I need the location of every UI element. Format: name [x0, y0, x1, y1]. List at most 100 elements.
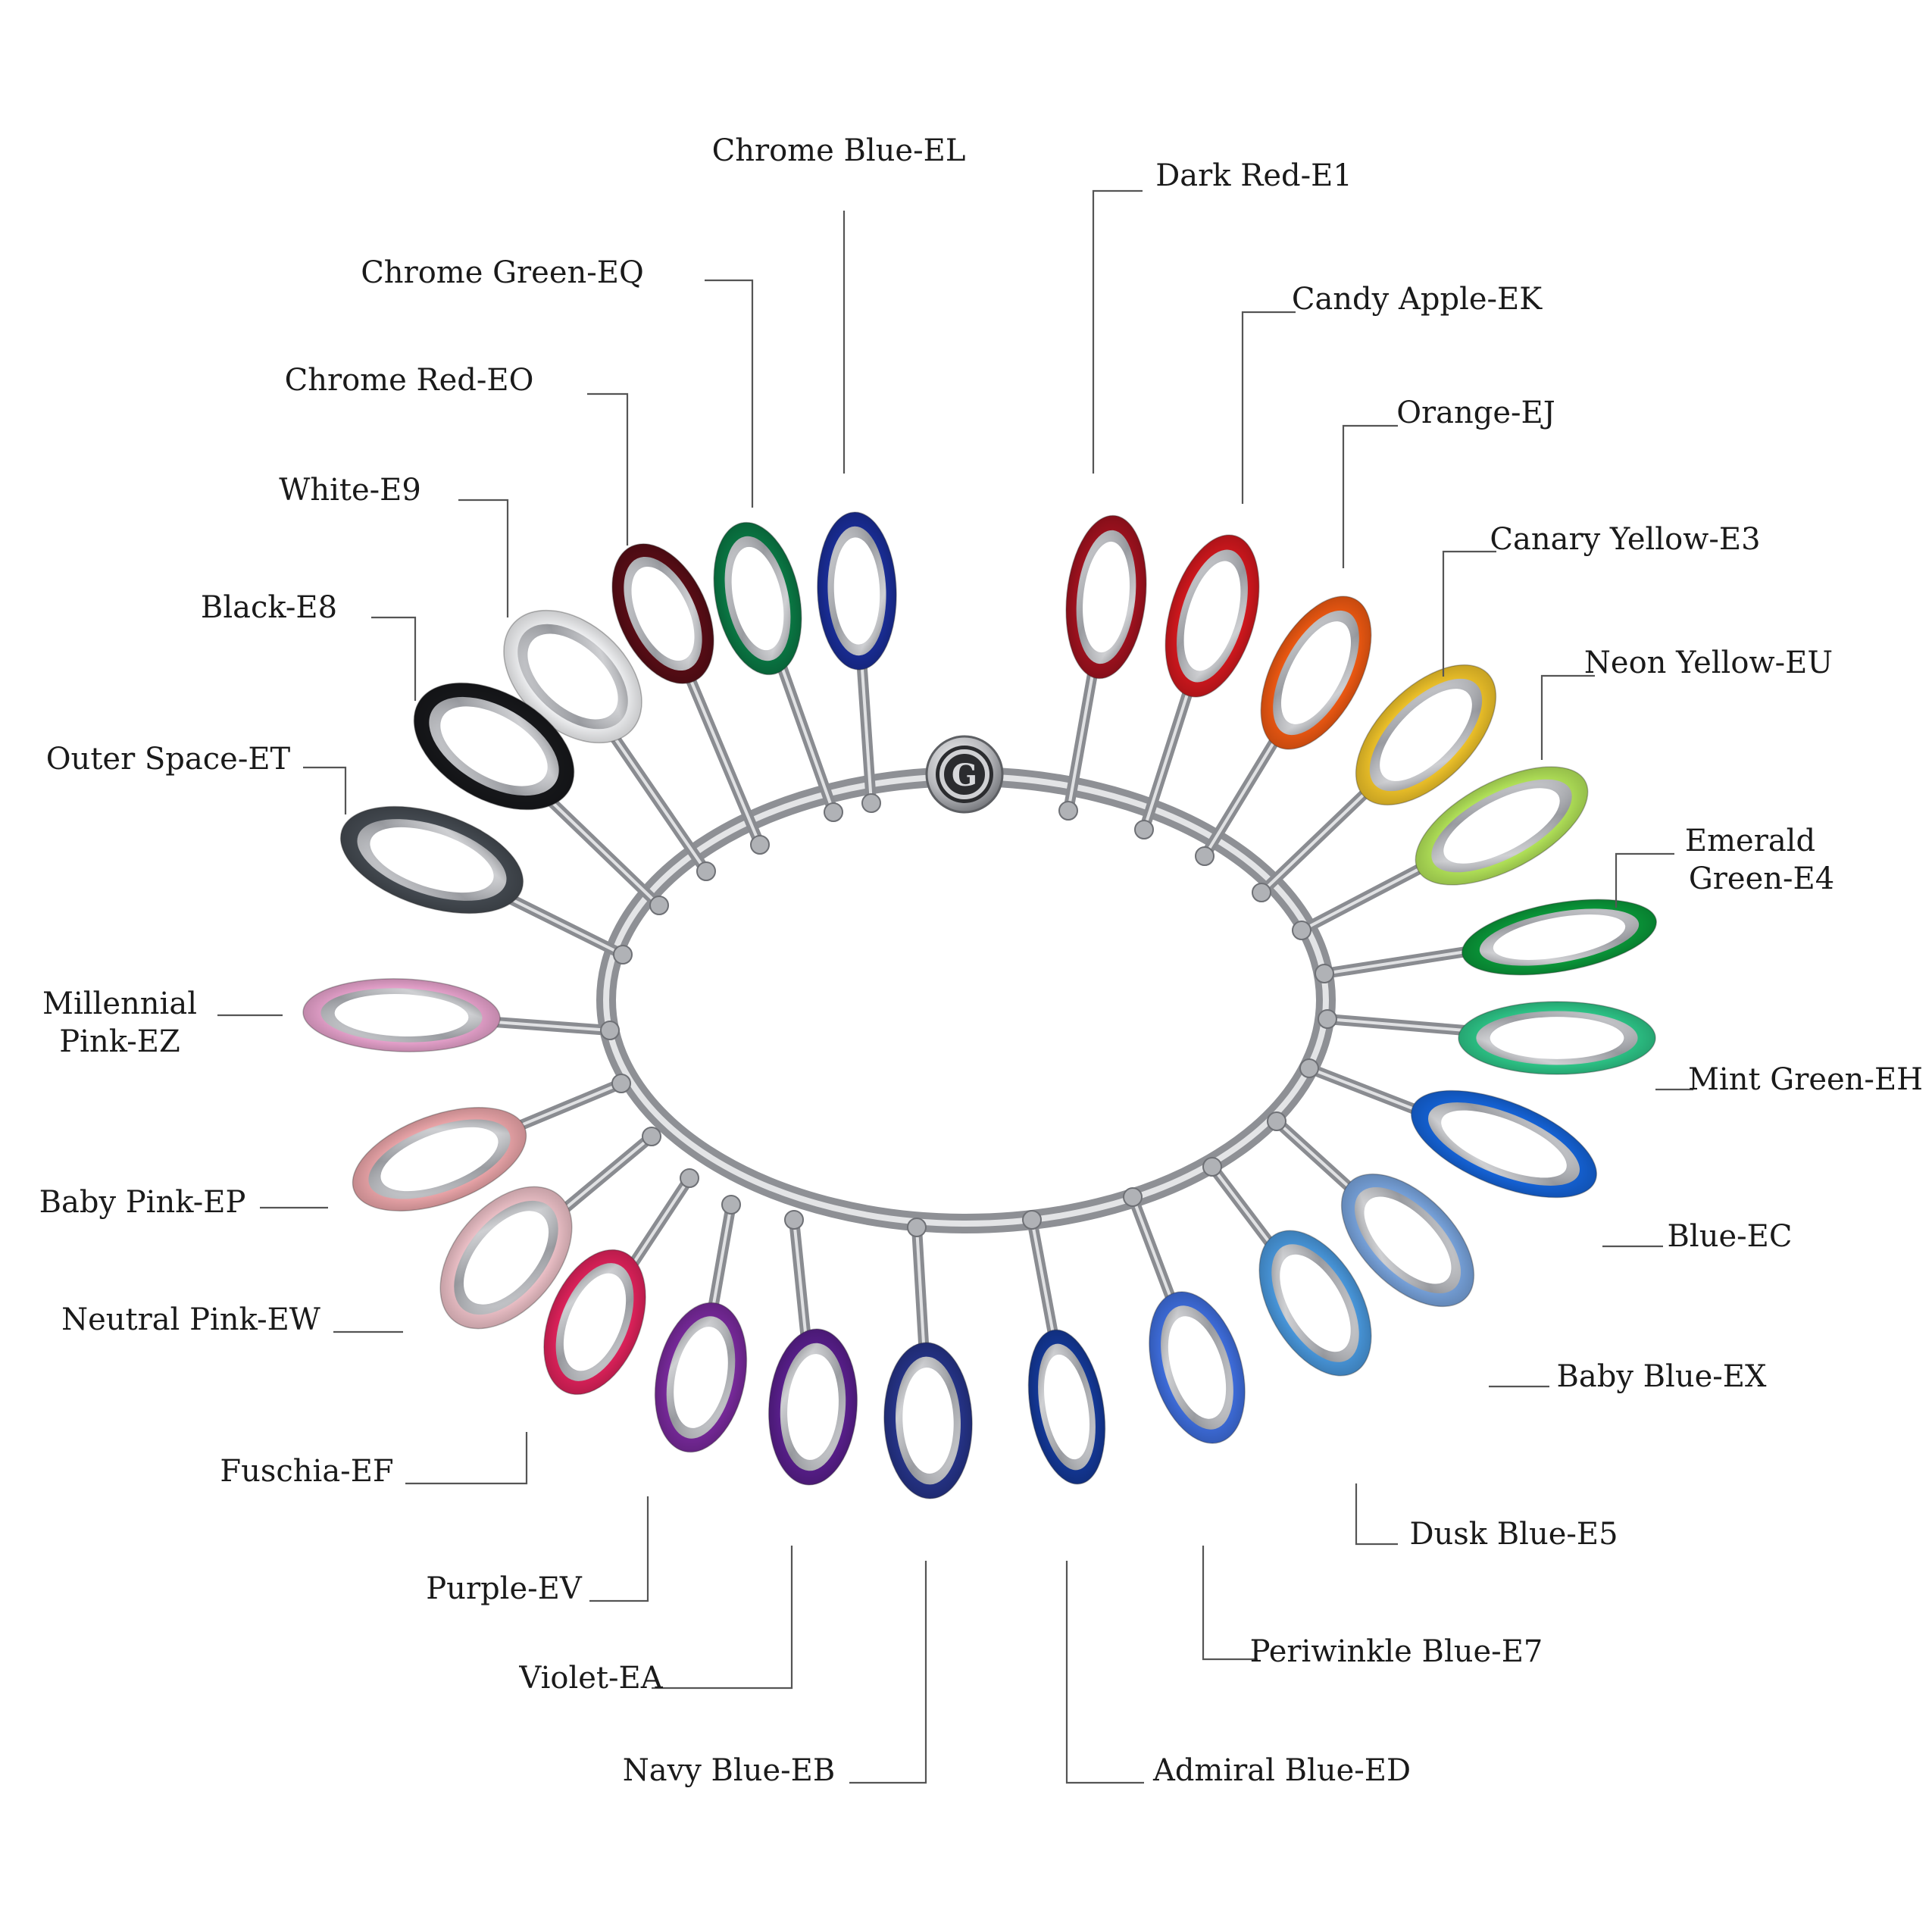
millennial-pink-stem-highlight — [489, 1020, 611, 1032]
fuschia-leader — [405, 1432, 528, 1485]
candy-apple-label: Candy Apple-EK — [1292, 282, 1543, 317]
dusk-blue-label: Dusk Blue-E5 — [1409, 1517, 1618, 1552]
fuschia-label: Fuschia-EF — [220, 1454, 393, 1489]
fuschia-clip — [680, 1168, 699, 1188]
neutral-pink-ring-shade — [440, 1186, 572, 1329]
candy-apple-ring-shade — [1165, 535, 1259, 697]
chrome-blue-stem-highlight — [860, 661, 873, 804]
violet-ring — [767, 1328, 858, 1486]
navy-blue-ring-shade — [883, 1343, 973, 1499]
hub-logo: G — [925, 735, 1004, 814]
emerald-green-ring — [1461, 899, 1658, 976]
neon-yellow-stem-highlight — [1301, 864, 1427, 932]
neon-yellow-clip — [1292, 921, 1311, 940]
emerald-green-ring-shade — [1462, 899, 1657, 975]
chrome-red-leader — [587, 392, 629, 546]
admiral-blue-stem-highlight — [1030, 1219, 1055, 1339]
periwinkle-blue-stem-highlight — [1131, 1196, 1174, 1302]
white-ring-shade — [503, 610, 642, 743]
emerald-green-stem-highlight — [1324, 949, 1472, 975]
white-ring — [503, 609, 642, 744]
outer-space-ring-shade — [340, 806, 524, 914]
baby-blue-ring-shade — [1341, 1174, 1474, 1307]
baby-pink-stem-highlight — [514, 1082, 622, 1130]
canary-yellow-leader — [1442, 550, 1496, 677]
violet-stem-highlight — [792, 1219, 808, 1337]
dusk-blue-stem-highlight — [1211, 1165, 1274, 1247]
candy-apple-ring — [1165, 534, 1260, 698]
baby-pink-ring — [352, 1107, 527, 1211]
admiral-blue-leader — [1065, 1561, 1144, 1784]
orange-ring — [1260, 596, 1372, 750]
millennial-pink-clip — [600, 1021, 620, 1040]
dark-red-label: Dark Red-E1 — [1155, 158, 1352, 193]
purple-leader — [589, 1496, 649, 1602]
outer-space-label: Outer Space-ET — [46, 742, 291, 777]
admiral-blue-ring-shade — [1028, 1330, 1105, 1484]
baby-blue-label: Baby Blue-EX — [1557, 1359, 1767, 1394]
navy-blue-clip — [907, 1218, 927, 1237]
admiral-blue-ring — [1027, 1329, 1106, 1485]
fuschia-stem-highlight — [630, 1177, 691, 1266]
white-leader — [458, 499, 509, 617]
orange-clip — [1195, 846, 1215, 866]
black-clip — [649, 896, 669, 915]
chrome-red-clip — [750, 835, 770, 855]
chrome-red-ring-shade — [612, 543, 714, 684]
dusk-blue-ring — [1258, 1230, 1372, 1377]
white-label: White-E9 — [279, 473, 421, 508]
candy-apple-clip — [1134, 820, 1154, 839]
neutral-pink-clip — [642, 1127, 661, 1146]
chrome-blue-ring — [817, 511, 897, 671]
canary-yellow-clip — [1252, 883, 1271, 902]
dark-red-leader — [1092, 189, 1143, 474]
purple-label: Purple-EV — [426, 1571, 583, 1606]
baby-pink-clip — [611, 1074, 631, 1093]
chrome-blue-clip — [861, 793, 881, 813]
millennial-pink-label-line2: Pink-EZ — [59, 1024, 180, 1059]
hub-monogram: G — [952, 758, 977, 793]
outer-space-stem-highlight — [507, 896, 624, 956]
blue-label: Blue-EC — [1668, 1219, 1793, 1254]
neon-yellow-label: Neon Yellow-EU — [1584, 646, 1833, 680]
candy-apple-leader — [1241, 311, 1296, 504]
emerald-green-clip — [1315, 964, 1334, 983]
admiral-blue-clip — [1022, 1210, 1042, 1230]
emerald-green-label-line2: Green-E4 — [1689, 861, 1834, 896]
chrome-blue-ring-shade — [817, 512, 897, 670]
neon-yellow-ring-shade — [1415, 767, 1588, 885]
neutral-pink-stem-highlight — [561, 1135, 653, 1212]
outer-space-clip — [613, 945, 633, 964]
millennial-pink-ring — [302, 978, 501, 1052]
neon-yellow-ring — [1415, 766, 1589, 886]
mint-green-stem-highlight — [1327, 1018, 1469, 1033]
chrome-green-ring — [713, 521, 802, 676]
canary-yellow-label: Canary Yellow-E3 — [1490, 522, 1760, 557]
chrome-green-leader — [705, 279, 754, 508]
chrome-green-label: Chrome Green-EQ — [361, 255, 644, 290]
blue-stem-highlight — [1308, 1067, 1422, 1114]
neutral-pink-ring — [439, 1186, 573, 1330]
purple-stem-highlight — [711, 1204, 733, 1311]
baby-blue-stem-highlight — [1275, 1120, 1355, 1193]
dark-red-stem-highlight — [1067, 669, 1095, 811]
violet-label: Violet-EA — [518, 1661, 663, 1696]
navy-blue-ring — [883, 1342, 973, 1499]
leader-lines — [217, 189, 1693, 1784]
chrome-red-ring — [611, 543, 714, 684]
ring-stems — [484, 656, 1477, 1356]
orange-leader — [1342, 424, 1398, 568]
black-ring — [413, 682, 575, 811]
blue-ring — [1410, 1089, 1598, 1199]
candy-apple-stem-highlight — [1143, 686, 1191, 830]
purple-clip — [721, 1195, 741, 1215]
blue-clip — [1299, 1058, 1319, 1078]
navy-blue-stem-highlight — [915, 1227, 926, 1351]
orange-ring-shade — [1261, 596, 1371, 749]
baby-blue-ring — [1340, 1173, 1475, 1308]
chrome-green-clip — [824, 802, 843, 822]
black-leader — [371, 616, 417, 701]
blue-ring-shade — [1411, 1090, 1597, 1198]
rings — [302, 511, 1658, 1499]
